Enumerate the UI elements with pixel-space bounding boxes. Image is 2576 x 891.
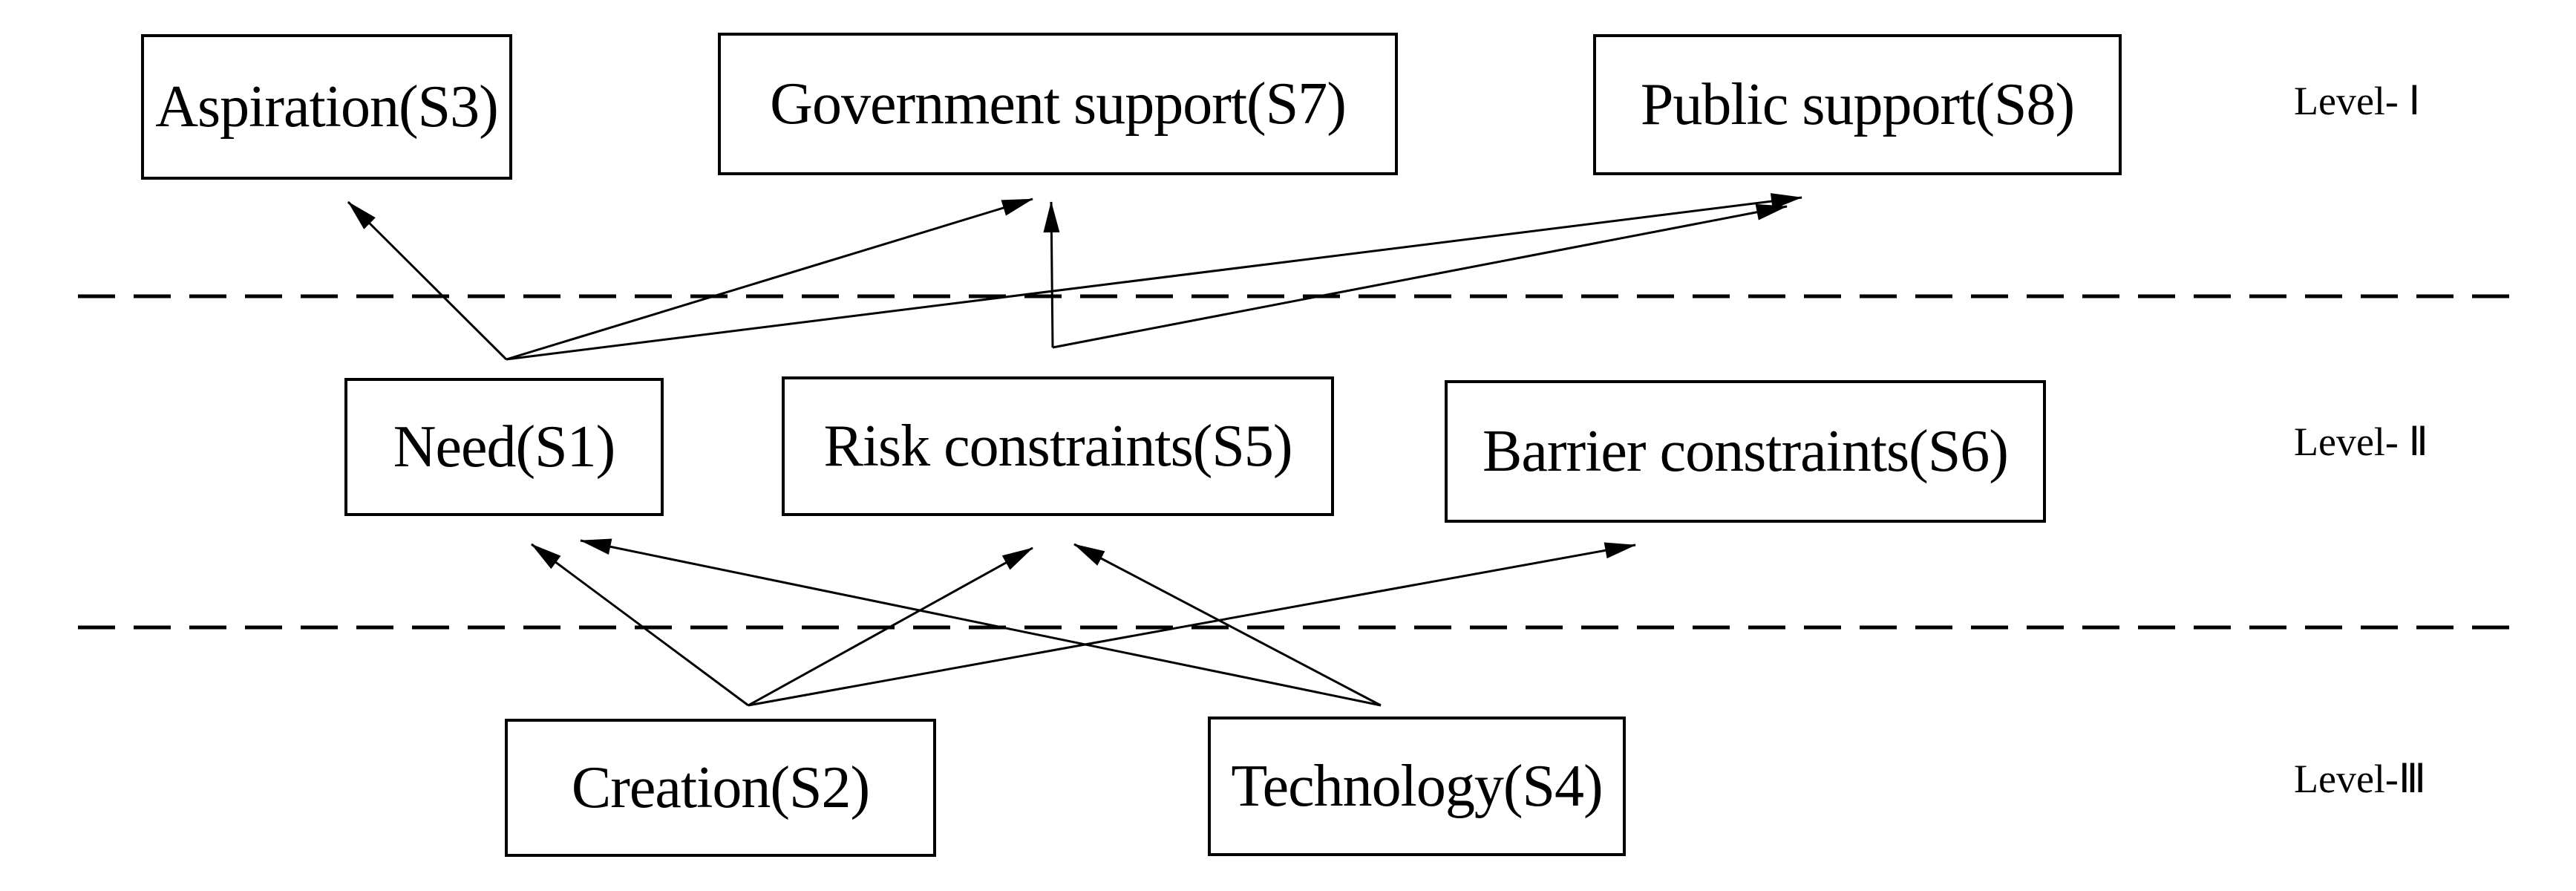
node-government-support-s7-label: Government support(S7): [770, 71, 1347, 137]
node-public-support-s8-label: Public support(S8): [1640, 71, 2075, 137]
node-barrier-constraints-s6: Barrier constraints(S6): [1445, 380, 2046, 523]
arrow-s1-s7: [506, 198, 1033, 361]
node-risk-constraints-s5: Risk constraints(S5): [782, 376, 1334, 516]
node-aspiration-s3-label: Aspiration(S3): [155, 74, 499, 140]
arrow-s2-s5: [748, 546, 1033, 707]
arrow-s5-s7: [1043, 201, 1060, 348]
node-need-s1-label: Need(S1): [393, 414, 616, 480]
node-creation-s2-label: Creation(S2): [571, 754, 870, 820]
level-label-3: Level-Ⅲ: [2294, 757, 2427, 801]
arrow-s1-s3: [347, 200, 508, 361]
arrow-s4-s1: [580, 538, 1382, 707]
level-label-2: Level- Ⅱ: [2294, 420, 2428, 464]
arrow-s4-s5: [1073, 543, 1382, 707]
node-public-support-s8: Public support(S8): [1593, 34, 2122, 175]
arrow-s1-s8: [506, 193, 1802, 361]
node-technology-s4-label: Technology(S4): [1231, 753, 1603, 819]
node-creation-s2: Creation(S2): [505, 719, 936, 857]
arrow-s2-s1: [531, 543, 749, 707]
node-government-support-s7: Government support(S7): [718, 33, 1398, 175]
level-label-1: Level- Ⅰ: [2294, 79, 2421, 123]
node-barrier-constraints-s6-label: Barrier constraints(S6): [1482, 418, 2009, 484]
node-technology-s4: Technology(S4): [1208, 717, 1626, 856]
arrow-s2-s6: [748, 542, 1636, 707]
node-need-s1: Need(S1): [344, 378, 664, 516]
node-risk-constraints-s5-label: Risk constraints(S5): [823, 413, 1292, 479]
node-aspiration-s3: Aspiration(S3): [141, 34, 512, 180]
arrow-s5-s8: [1052, 203, 1788, 349]
